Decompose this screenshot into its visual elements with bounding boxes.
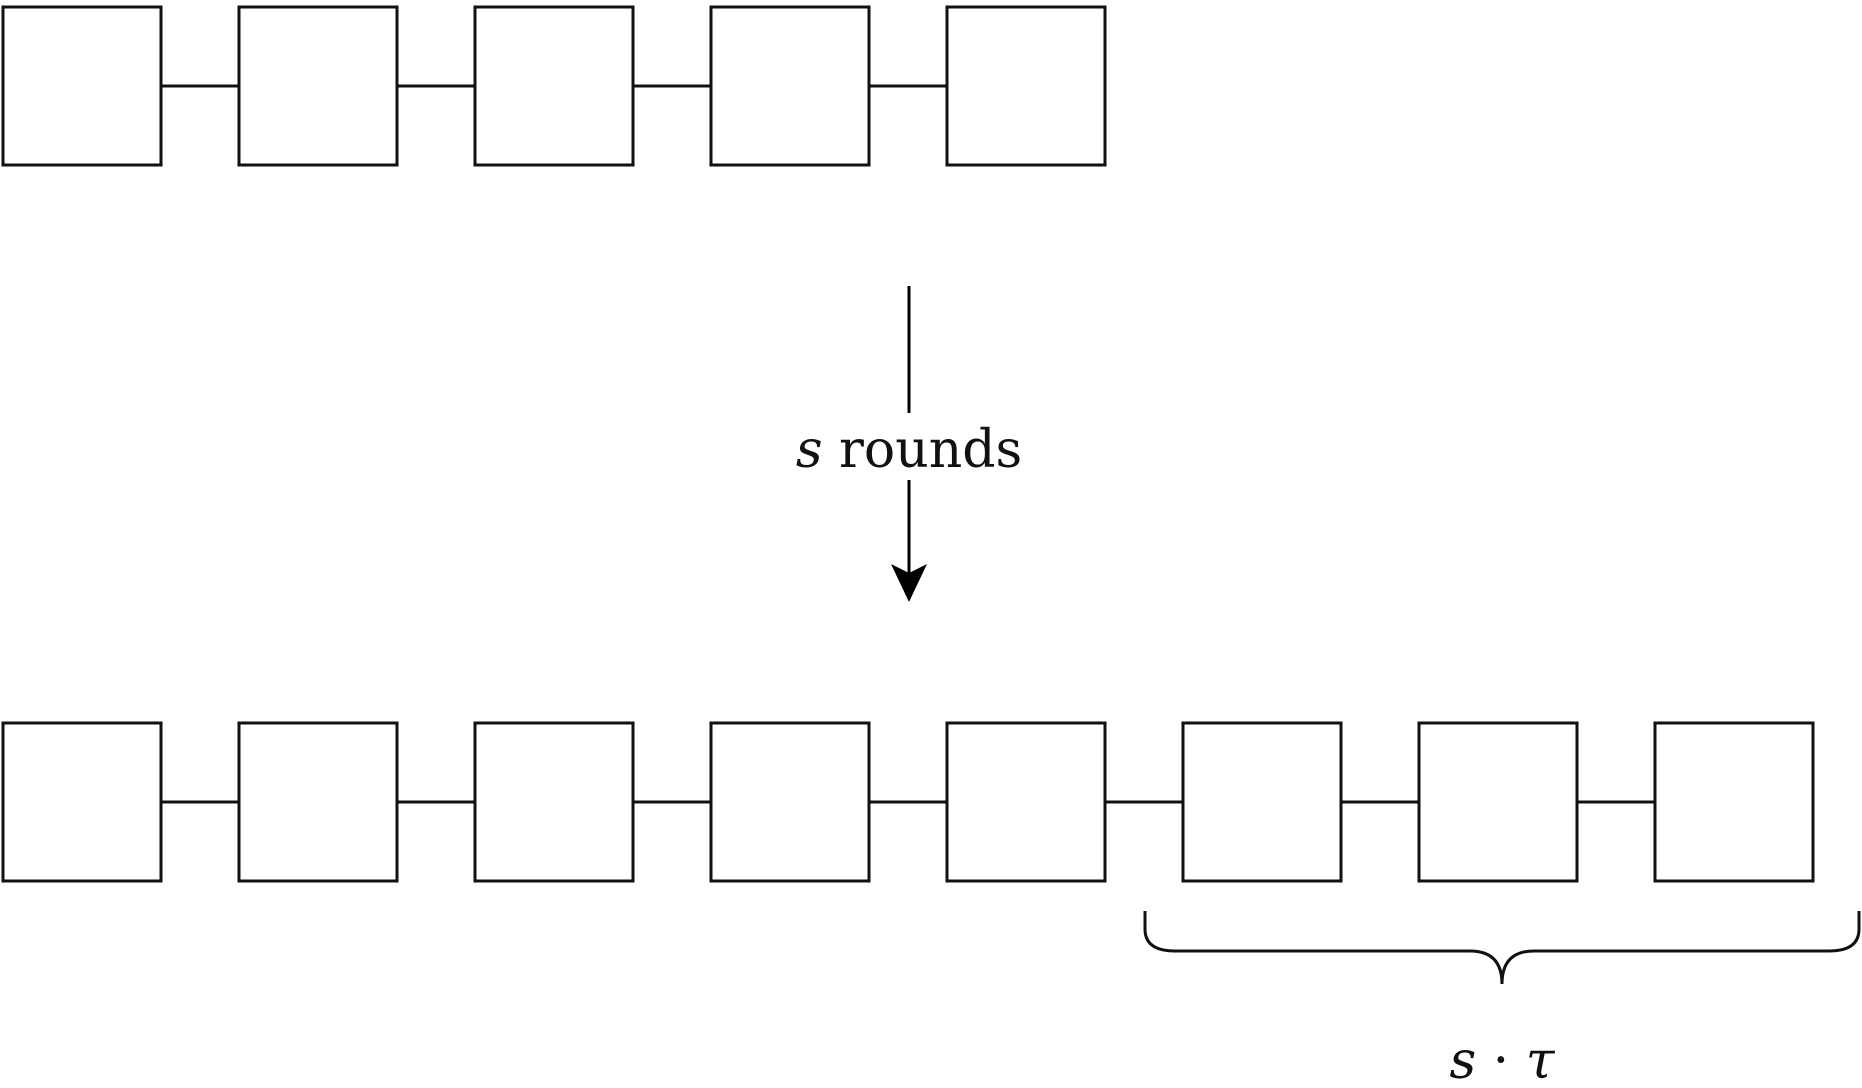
top-chain-block [237,5,399,167]
bottom-chain-block [237,721,399,883]
curly-brace [1143,911,1861,985]
bottom-chain-block [1417,721,1579,883]
brace-label-var1: s [1449,1031,1476,1088]
rounds-label: s rounds [796,420,1022,480]
bottom-chain-block [473,721,635,883]
brace-label-var2: τ [1526,1031,1556,1088]
bottom-chain-block [1653,721,1815,883]
top-chain-block [1,5,163,167]
top-chain-block [709,5,871,167]
bottom-chain [1,721,1815,883]
bottom-chain-block [1181,721,1343,883]
arrow-head [891,564,927,602]
top-chain [1,5,1107,167]
top-chain-block [945,5,1107,167]
new-blocks-brace: s · τ [1143,911,1861,1088]
top-chain-block [473,5,635,167]
rounds-label-text: rounds [823,420,1023,480]
rounds-label-var: s [796,420,823,480]
bottom-chain-block [945,721,1107,883]
rounds-arrow: s rounds [796,286,1022,602]
bottom-chain-block [1,721,163,883]
brace-label: s · τ [1449,1031,1555,1088]
brace-label-op: · [1476,1031,1526,1088]
bottom-chain-block [709,721,871,883]
